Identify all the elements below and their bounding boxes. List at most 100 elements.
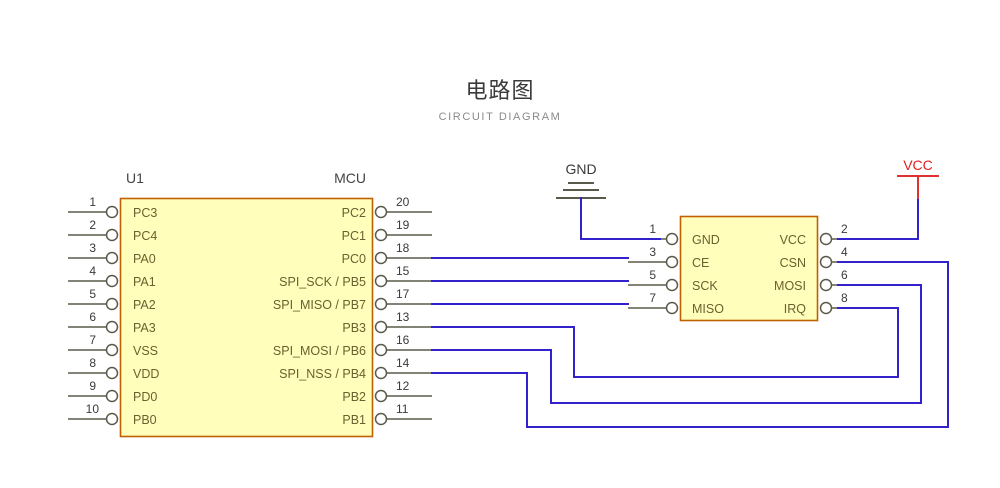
mcu-pin-left-3-label: PA0: [133, 252, 156, 266]
page-title-cn: 电路图: [465, 79, 534, 104]
pin-terminal-circle: [374, 412, 388, 426]
mcu-pin-right-13[interactable]: 13 PB3: [342, 310, 432, 335]
mcu-pin-left-10-number: 10: [86, 402, 100, 416]
mcu-pin-left-4[interactable]: 4 PA1: [68, 264, 156, 289]
mcu-pin-left-10[interactable]: 10 PB0: [68, 402, 157, 427]
mcu-pin-right-12-label: PB2: [342, 390, 366, 404]
mcu-pin-left-4-label: PA1: [133, 275, 156, 289]
gnd-symbol[interactable]: GND: [556, 161, 606, 199]
pin-terminal-circle: [819, 278, 833, 292]
mcu-left-pin-group: 1 PC3 2 PC4 3 PA0 4 PA1: [68, 195, 159, 427]
pin-terminal-circle: [665, 232, 679, 246]
pin-terminal-circle: [105, 366, 119, 380]
rf-right-pin-group: 2 VCC 4 CSN 6 MOSI 8 IRQ: [774, 222, 870, 316]
pin-terminal-circle: [105, 343, 119, 357]
mcu-pin-left-9[interactable]: 9 PD0: [68, 379, 157, 404]
pin-terminal-circle: [374, 251, 388, 265]
mcu-pin-right-12-number: 12: [396, 379, 410, 393]
mcu-pin-right-14-label: SPI_NSS / PB4: [279, 367, 366, 381]
net-mcu16-to-rf-mosi[interactable]: [431, 284, 922, 404]
rf-pin-left-5[interactable]: 5 SCK: [628, 268, 718, 293]
mcu-pin-right-17-number: 17: [396, 287, 410, 301]
pin-terminal-circle: [105, 274, 119, 288]
mcu-pin-left-9-label: PD0: [133, 390, 157, 404]
mcu-pin-left-10-label: PB0: [133, 413, 157, 427]
mcu-pin-right-18[interactable]: 18 PC0: [342, 241, 432, 266]
mcu-pin-right-16[interactable]: 16 SPI_MOSI / PB6: [273, 333, 432, 358]
rf-pin-left-1-number: 1: [649, 222, 656, 236]
mcu-pin-left-3[interactable]: 3 PA0: [68, 241, 156, 266]
mcu-pin-right-15-label: SPI_SCK / PB5: [279, 275, 366, 289]
pin-terminal-circle: [374, 205, 388, 219]
pin-terminal-circle: [105, 389, 119, 403]
mcu-pin-right-20-label: PC2: [342, 206, 366, 220]
rf-pin-right-2-number: 2: [841, 222, 848, 236]
rf-pin-left-7[interactable]: 7 MISO: [628, 291, 724, 316]
mcu-pin-right-11[interactable]: 11 PB1: [342, 402, 432, 427]
pin-terminal-circle: [105, 205, 119, 219]
mcu-pin-left-1[interactable]: 1 PC3: [68, 195, 157, 220]
mcu-pin-right-15-number: 15: [396, 264, 410, 278]
mcu-pin-right-12[interactable]: 12 PB2: [342, 379, 432, 404]
rf-pin-right-8-number: 8: [841, 291, 848, 305]
pin-terminal-circle: [819, 232, 833, 246]
net-vcc-to-rf-pin2[interactable]: [837, 199, 919, 240]
mcu-pin-right-16-label: SPI_MOSI / PB6: [273, 344, 366, 358]
pin-terminal-circle: [665, 255, 679, 269]
vcc-symbol[interactable]: VCC: [897, 157, 939, 200]
mcu-pin-right-20[interactable]: 20 PC2: [342, 195, 432, 220]
rf-pin-right-4-number: 4: [841, 245, 848, 259]
net-gnd-to-rf-pin1[interactable]: [580, 197, 661, 240]
gnd-label: GND: [565, 161, 596, 177]
rf-left-pin-group: 1 GND 3 CE 5 SCK 7 MISO: [628, 222, 724, 316]
rf-pin-left-5-label: SCK: [692, 279, 718, 293]
mcu-pin-right-19-label: PC1: [342, 229, 366, 243]
pin-terminal-circle: [665, 301, 679, 315]
rf-pin-left-3[interactable]: 3 CE: [628, 245, 709, 270]
mcu-pin-right-11-label: PB1: [342, 413, 366, 427]
mcu-right-pin-group: 20 PC2 19 PC1 18 PC0 15 SPI: [273, 195, 432, 427]
net-mcu14-to-rf-csn[interactable]: [431, 261, 949, 428]
mcu-part-name: MCU: [334, 170, 366, 186]
mcu-pin-left-7[interactable]: 7 VSS: [68, 333, 158, 358]
mcu-pin-left-7-label: VSS: [133, 344, 158, 358]
rf-pin-left-3-number: 3: [649, 245, 656, 259]
net-mcu13-to-rf-irq[interactable]: [431, 307, 899, 378]
mcu-pin-right-16-number: 16: [396, 333, 410, 347]
rf-pin-left-7-number: 7: [649, 291, 656, 305]
mcu-pin-left-6[interactable]: 6 PA3: [68, 310, 156, 335]
rf-module-chip[interactable]: 1 GND 3 CE 5 SCK 7 MISO: [628, 215, 870, 322]
mcu-pin-left-5[interactable]: 5 PA2: [68, 287, 156, 312]
pin-terminal-circle: [819, 255, 833, 269]
pin-terminal-circle: [665, 278, 679, 292]
mcu-pin-right-13-number: 13: [396, 310, 410, 324]
rf-pin-left-3-label: CE: [692, 256, 709, 270]
mcu-pin-left-5-number: 5: [89, 287, 96, 301]
rf-pin-left-1[interactable]: 1 GND: [628, 222, 720, 247]
pin-terminal-circle: [105, 412, 119, 426]
mcu-pin-right-15[interactable]: 15 SPI_SCK / PB5: [279, 264, 432, 289]
mcu-pin-left-9-number: 9: [89, 379, 96, 393]
pin-terminal-circle: [374, 389, 388, 403]
mcu-pin-left-2[interactable]: 2 PC4: [68, 218, 157, 243]
mcu-pin-left-8[interactable]: 8 VDD: [68, 356, 159, 381]
mcu-pin-left-4-number: 4: [89, 264, 96, 278]
mcu-pin-left-1-label: PC3: [133, 206, 157, 220]
net-wires: [431, 197, 949, 428]
mcu-pin-right-17-label: SPI_MISO / PB7: [273, 298, 366, 312]
rf-pin-right-4-label: CSN: [780, 256, 806, 270]
pin-terminal-circle: [374, 343, 388, 357]
mcu-pin-left-3-number: 3: [89, 241, 96, 255]
pin-terminal-circle: [819, 301, 833, 315]
mcu-pin-left-5-label: PA2: [133, 298, 156, 312]
mcu-pin-right-17[interactable]: 17 SPI_MISO / PB7: [273, 287, 432, 312]
mcu-pin-right-19-number: 19: [396, 218, 410, 232]
rf-pin-right-6-label: MOSI: [774, 279, 806, 293]
mcu-chip[interactable]: U1 MCU 1 PC3 2 PC4 3 PA0: [68, 170, 432, 438]
mcu-pin-right-14[interactable]: 14 SPI_NSS / PB4: [279, 356, 432, 381]
pin-terminal-circle: [374, 366, 388, 380]
mcu-pin-right-19[interactable]: 19 PC1: [342, 218, 432, 243]
mcu-pin-right-18-label: PC0: [342, 252, 366, 266]
pin-terminal-circle: [105, 320, 119, 334]
pin-terminal-circle: [374, 320, 388, 334]
